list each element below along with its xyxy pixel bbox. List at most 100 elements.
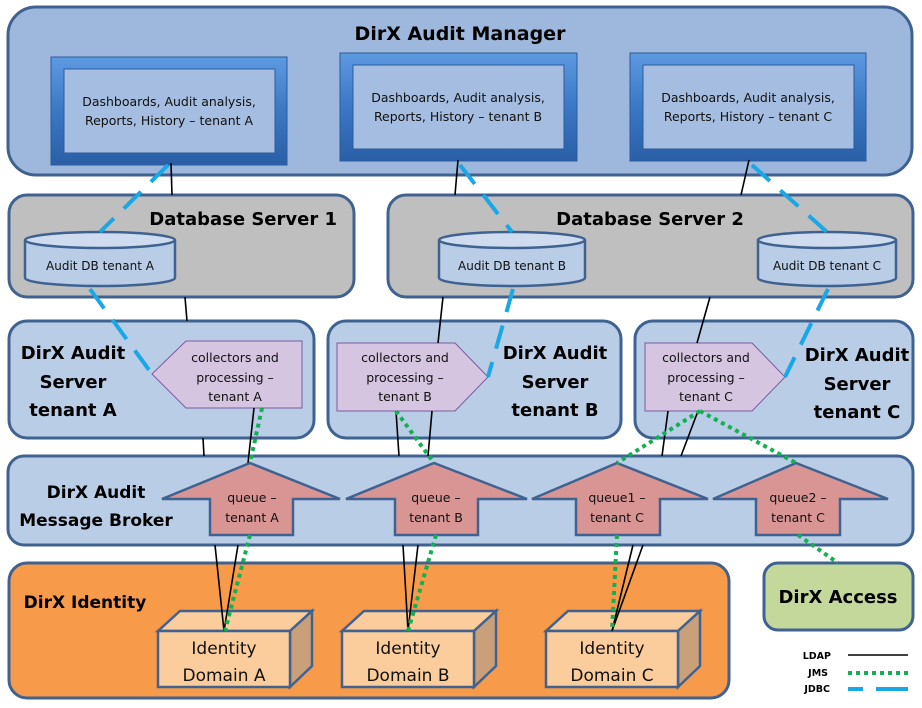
legend: LDAP JMS JDBC (803, 651, 908, 695)
audit-server-a-line3: tenant A (29, 400, 116, 421)
audit-server-a-line1: DirX Audit (21, 343, 126, 364)
manager-panel-tenant-b: Dashboards, Audit analysis, Reports, His… (339, 52, 578, 162)
queue1-tenant-c: queue1 – tenant C (531, 461, 709, 537)
audit-db-tenant-b: Audit DB tenant B (437, 230, 587, 288)
audit-db-tenant-a: Audit DB tenant A (23, 230, 177, 288)
collector-a-line1: collectors and (191, 350, 279, 365)
connections (88, 159, 840, 632)
queue2-c-line1: queue2 – (769, 490, 826, 505)
jdbc-line (458, 163, 514, 234)
queue1-c-line1: queue1 – (588, 490, 645, 505)
message-broker: DirX Audit Message Broker queue – tenant… (6, 454, 915, 547)
audit-server-b-line1: DirX Audit (503, 343, 608, 364)
panel-c-line2: Reports, History – tenant C (664, 109, 833, 124)
ldap-line (454, 159, 459, 196)
audit-db-c-label: Audit DB tenant C (773, 259, 881, 273)
queue-tenant-a: queue – tenant A (161, 461, 341, 537)
ldap-line (740, 159, 750, 196)
ldap-line (611, 544, 634, 632)
audit-server-tenant-a: DirX Audit Server tenant A collectors an… (7, 319, 316, 440)
collector-c-line1: collectors and (662, 350, 750, 365)
jms-line (610, 534, 619, 632)
audit-db-tenant-c: Audit DB tenant C (756, 230, 898, 288)
jms-line (699, 409, 797, 465)
ldap-line (680, 410, 699, 457)
audit-server-a-line2: Server (40, 372, 107, 393)
audit-server-b-line3: tenant B (511, 400, 598, 421)
jdbc-line (98, 163, 170, 234)
legend-jdbc-label: JDBC (803, 684, 830, 695)
ldap-line (184, 296, 188, 322)
jdbc-line (88, 287, 154, 376)
panel-b-line2: Reports, History – tenant B (374, 109, 542, 124)
ldap-line (402, 544, 409, 632)
domain-a-line1: Identity (191, 639, 256, 659)
ldap-line (170, 162, 173, 196)
queue2-c-line2: tenant C (771, 510, 825, 525)
manager-panel-tenant-c: Dashboards, Audit analysis, Reports, His… (629, 52, 867, 162)
jdbc-line (486, 288, 515, 378)
legend-item-ldap: LDAP (803, 651, 908, 662)
broker-line2: Message Broker (19, 511, 173, 531)
panel-b-line1: Dashboards, Audit analysis, (371, 90, 545, 105)
jms-line (248, 407, 264, 464)
jdbc-line (783, 288, 830, 378)
broker-line1: DirX Audit (47, 483, 146, 503)
ldap-line (395, 410, 400, 457)
domain-a-line2: Domain A (183, 666, 266, 686)
panel-a-line1: Dashboards, Audit analysis, (82, 94, 256, 109)
collector-b-line2: processing – (366, 370, 444, 385)
audit-db-a-label: Audit DB tenant A (46, 259, 155, 273)
collector-tenant-a: collectors and processing – tenant A (151, 340, 303, 409)
identity-domain-b: Identity Domain B (338, 608, 500, 690)
ldap-line (247, 407, 255, 464)
audit-db-b-label: Audit DB tenant B (458, 259, 566, 273)
manager-panel-tenant-a: Dashboards, Audit analysis, Reports, His… (50, 56, 288, 166)
collector-a-line3: tenant A (208, 389, 262, 404)
identity-domain-a: Identity Domain A (154, 608, 316, 690)
ldap-line (202, 437, 205, 457)
domain-c-line2: Domain C (570, 666, 653, 686)
audit-manager: DirX Audit Manager Dashboards, Audit ana… (6, 5, 914, 177)
audit-server-c-line2: Server (824, 374, 891, 395)
domain-c-line1: Identity (579, 639, 644, 659)
jms-line (406, 534, 438, 632)
audit-server-c-line3: tenant C (814, 402, 901, 423)
database-server-1: Database Server 1 Audit DB tenant A (7, 193, 356, 299)
jms-line (796, 533, 840, 565)
collector-tenant-c: collectors and processing – tenant C (644, 342, 786, 412)
collector-tenant-b: collectors and processing – tenant B (336, 342, 489, 412)
legend-jms-label: JMS (807, 668, 828, 679)
ldap-line (696, 296, 711, 344)
legend-ldap-label: LDAP (803, 651, 831, 662)
access-title: DirX Access (778, 587, 897, 608)
queue1-c-line2: tenant C (590, 510, 644, 525)
queue-b-line1: queue – (411, 490, 460, 505)
legend-item-jms: JMS (807, 668, 908, 679)
ldap-line (437, 296, 444, 344)
identity-domain-c: Identity Domain C (542, 608, 704, 690)
legend-item-jdbc: JDBC (803, 684, 908, 695)
audit-server-c-line1: DirX Audit (805, 345, 910, 366)
queue-a-line2: tenant A (225, 510, 279, 525)
collector-b-line3: tenant B (378, 389, 432, 404)
jms-line (223, 534, 252, 632)
collector-b-line1: collectors and (361, 350, 449, 365)
database-server-2: Database Server 2 Audit DB tenant B Audi… (386, 193, 915, 299)
audit-server-b-line2: Server (522, 372, 589, 393)
collector-a-line2: processing – (196, 370, 274, 385)
queue-a-line1: queue – (227, 490, 276, 505)
jms-line (394, 409, 436, 465)
ldap-line (427, 410, 433, 457)
panel-c-line1: Dashboards, Audit analysis, (661, 90, 835, 105)
queue-b-line2: tenant B (409, 510, 463, 525)
db-server-1-title: Database Server 1 (149, 209, 337, 230)
ldap-line (214, 544, 225, 632)
audit-server-tenant-c: DirX Audit Server tenant C collectors an… (633, 319, 915, 440)
dirx-access: DirX Access (762, 561, 915, 632)
audit-server-tenant-b: DirX Audit Server tenant B collectors an… (326, 319, 623, 440)
jms-line (615, 409, 702, 465)
ldap-line (407, 544, 419, 632)
audit-manager-title: DirX Audit Manager (355, 23, 567, 45)
